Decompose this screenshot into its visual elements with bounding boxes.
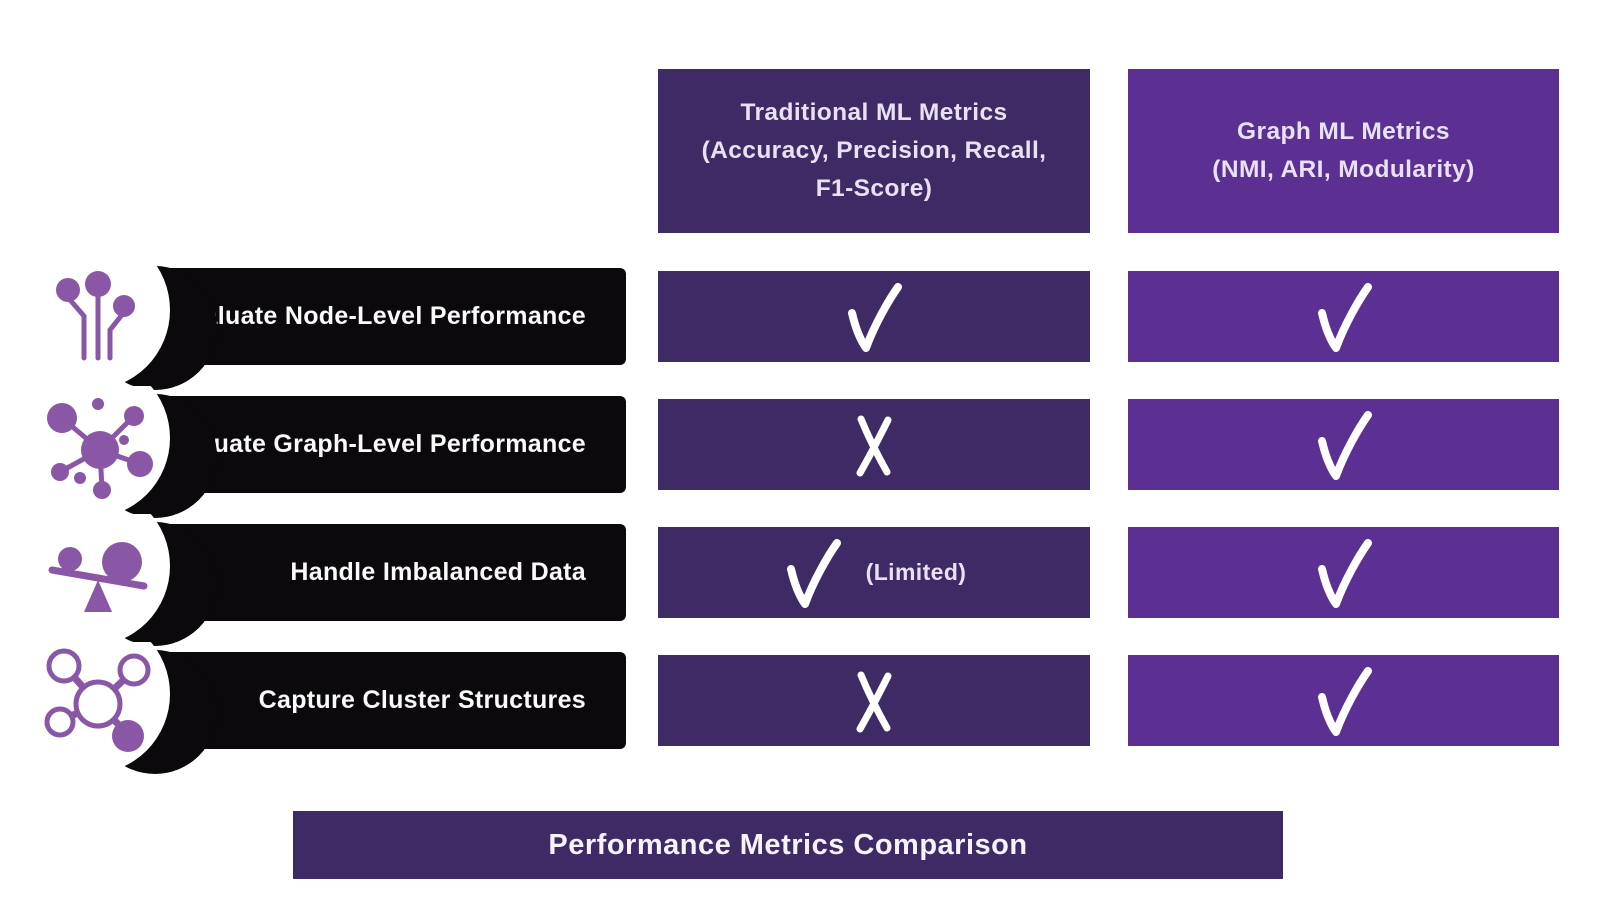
row-label-capture-cluster-structures: Capture Cluster Structures xyxy=(100,652,626,749)
row-label-text: Capture Cluster Structures xyxy=(258,686,586,714)
check-icon xyxy=(786,538,841,608)
check-icon xyxy=(1317,282,1372,352)
cell-cluster-graph xyxy=(1128,655,1559,746)
check-icon xyxy=(848,282,902,352)
cell-node-level-traditional xyxy=(658,271,1090,362)
cell-cluster-traditional xyxy=(658,655,1090,746)
cell-imbalanced-traditional: (Limited) xyxy=(658,527,1090,618)
chart-title-bar: Performance Metrics Comparison xyxy=(293,811,1283,879)
check-icon xyxy=(1317,410,1372,480)
column-header-graph-ml-metrics: Graph ML Metrics (NMI, ARI, Modularity) xyxy=(1128,69,1559,233)
row-label-evaluate-node-level: Evaluate Node-Level Performance xyxy=(100,268,626,365)
row-label-evaluate-graph-level: Evaluate Graph-Level Performance xyxy=(100,396,626,493)
cell-imbalanced-graph xyxy=(1128,527,1559,618)
column-header-traditional-ml-metrics: Traditional ML Metrics (Accuracy, Precis… xyxy=(658,69,1090,233)
cell-node-level-graph xyxy=(1128,271,1559,362)
row-label-text: Evaluate Graph-Level Performance xyxy=(160,430,586,458)
cell-graph-level-graph xyxy=(1128,399,1559,490)
cell-graph-level-traditional xyxy=(658,399,1090,490)
cell-note-limited: (Limited) xyxy=(865,559,967,585)
row-label-handle-imbalanced-data: Handle Imbalanced Data xyxy=(100,524,626,621)
row-label-text: Evaluate Node-Level Performance xyxy=(172,302,586,330)
cross-icon xyxy=(856,415,892,476)
cross-icon xyxy=(856,671,892,732)
check-icon xyxy=(1317,666,1372,736)
chart-title: Performance Metrics Comparison xyxy=(548,828,1028,861)
row-label-text: Handle Imbalanced Data xyxy=(290,558,586,586)
check-icon xyxy=(1317,538,1372,608)
